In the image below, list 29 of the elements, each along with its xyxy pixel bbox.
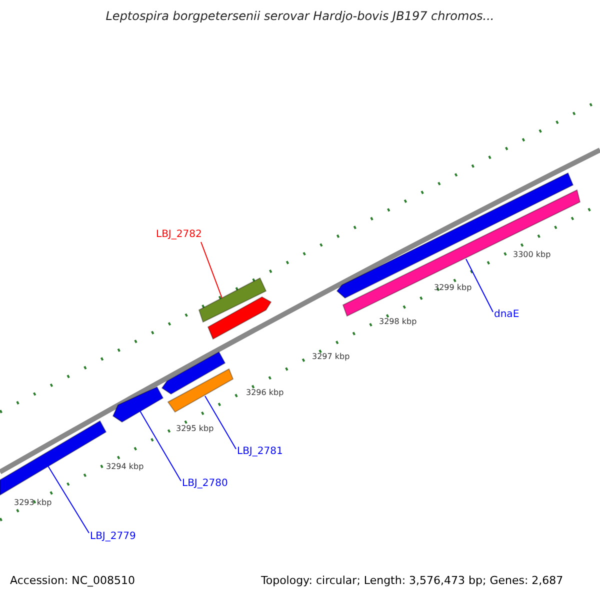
scale-label: 3293 kbp	[14, 497, 52, 509]
gene-feature	[336, 172, 574, 299]
gene-feature	[161, 351, 226, 395]
footer-text: Accession: NC_008510	[10, 575, 136, 587]
scale-label: 3294 kbp	[106, 461, 144, 473]
gene-feature	[167, 368, 234, 413]
scale-label: 3298 kbp	[379, 316, 417, 328]
scale-label: 3299 kbp	[434, 282, 472, 294]
footer-text: Topology: circular; Length: 3,576,473 bp; Genes: 2,687	[261, 575, 564, 587]
leader-line	[48, 466, 90, 534]
gene-label: LBJ_2779	[90, 531, 136, 543]
gene-label: LBJ_2782	[156, 229, 202, 241]
leader-line	[204, 396, 236, 450]
leader-line	[466, 258, 494, 312]
gene-label: LBJ_2780	[182, 478, 228, 490]
gene-feature	[198, 277, 267, 323]
leader-line	[200, 242, 222, 298]
scale-label: 3297 kbp	[312, 351, 350, 363]
scale-label: 3296 kbp	[246, 387, 284, 399]
title: Leptospira borgpetersenii serovar Hardjo-bovis JB197 chromos...	[104, 10, 496, 22]
gene-feature	[112, 386, 164, 423]
gene-feature	[0, 420, 107, 496]
gene-label: LBJ_2781	[237, 446, 283, 458]
gene-label: dnaE	[494, 309, 520, 321]
scale-label: 3300 kbp	[513, 249, 551, 261]
gene-feature	[207, 296, 272, 340]
scale-label: 3295 kbp	[176, 423, 214, 435]
gene-feature	[342, 189, 581, 317]
leader-line	[140, 410, 182, 482]
